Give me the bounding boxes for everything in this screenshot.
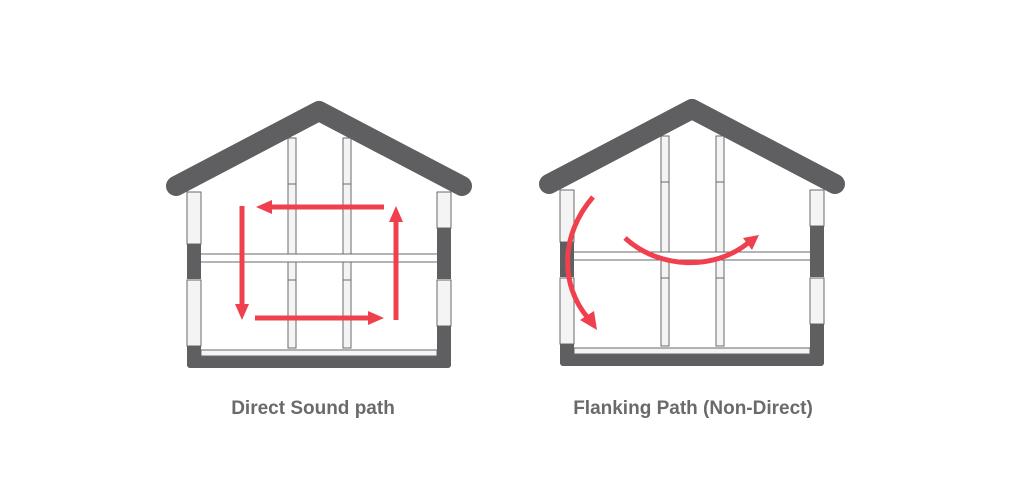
house-structure [549,109,835,366]
arrow-flanking-floor [623,236,750,266]
arrow-head [235,304,249,320]
arrow-head [580,311,597,330]
arrow-head [368,311,384,325]
house-structure [176,111,462,368]
flanking-path-caption: Flanking Path (Non-Direct) [573,398,813,419]
direct-path-caption: Direct Sound path [231,398,395,419]
arrow-head [256,200,272,214]
flanking-path-arrows [565,195,759,330]
arrow-flanking-wall [565,195,595,320]
arrow-head [389,206,403,222]
house-flanking-path [549,109,835,366]
house-direct-path [176,111,462,368]
arrow-head [743,235,759,250]
direct-path-arrows [235,200,403,325]
